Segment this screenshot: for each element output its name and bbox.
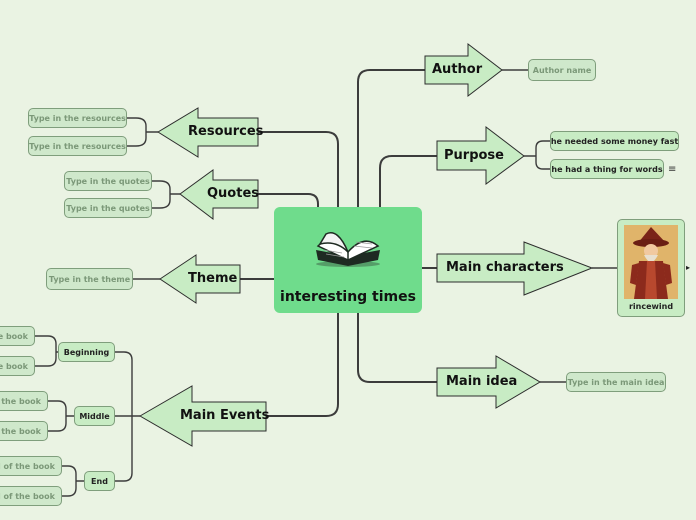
theme-placeholder[interactable]: Type in the theme (46, 268, 133, 290)
notes-icon[interactable]: ≡ (668, 164, 677, 175)
connector-quotes-children (152, 180, 180, 209)
connector-middle-children (48, 400, 74, 432)
theme-topic-shape (159, 254, 241, 304)
theme-topic-label[interactable]: Theme (188, 271, 238, 286)
main-events-topic-label[interactable]: Main Events (180, 408, 270, 423)
purpose-topic-shape (436, 125, 525, 185)
main-idea-topic-shape (436, 355, 541, 409)
purpose-topic-label[interactable]: Purpose (444, 148, 504, 163)
resources-topic-shape (157, 107, 259, 158)
end-item[interactable]: nd of the book (0, 486, 62, 506)
character-portrait (624, 225, 678, 299)
middle-item[interactable]: of the book (0, 391, 48, 411)
connector-purpose-children (524, 140, 550, 170)
beginning-item[interactable]: he book (0, 326, 35, 346)
main-idea-topic-label[interactable]: Main idea (446, 374, 518, 389)
connector-beginning-children (35, 335, 58, 367)
end-item[interactable]: nd of the book (0, 456, 62, 476)
connector-end-children (62, 465, 84, 497)
main-characters-topic-shape (436, 241, 594, 296)
quotes-topic-label[interactable]: Quotes (207, 186, 260, 201)
resources-placeholder[interactable]: Type in the resources (28, 136, 127, 156)
quotes-placeholder[interactable]: Type in the quotes (64, 198, 152, 218)
resources-placeholder[interactable]: Type in the resources (28, 108, 127, 128)
central-topic-title: interesting times (280, 289, 416, 305)
connector-main-idea (357, 312, 437, 383)
beginning-item[interactable]: he book (0, 356, 35, 376)
author-topic-shape (424, 42, 503, 98)
connector-resources (258, 131, 339, 210)
connector-events-groups (115, 351, 140, 482)
resources-topic-label[interactable]: Resources (188, 124, 264, 139)
purpose-item[interactable]: he needed some money fast (550, 131, 679, 151)
quotes-placeholder[interactable]: Type in the quotes (64, 171, 152, 191)
main-events-topic-shape (138, 385, 267, 447)
events-group-end[interactable]: End (84, 471, 115, 491)
main-characters-topic-label[interactable]: Main characters (446, 260, 564, 275)
connector-purpose (379, 155, 437, 210)
events-group-beginning[interactable]: Beginning (58, 342, 115, 362)
connector-author (357, 69, 425, 210)
quotes-topic-shape (179, 169, 259, 221)
middle-item[interactable]: of the book (0, 421, 48, 441)
author-name-placeholder[interactable]: Author name (528, 59, 596, 81)
purpose-item[interactable]: he had a thing for words (550, 159, 664, 179)
connector-main-events (266, 312, 339, 417)
connector-quotes (258, 193, 319, 210)
expand-arrow-icon[interactable]: ▸ (686, 263, 691, 272)
connector-resources-children (127, 117, 158, 147)
events-group-middle[interactable]: Middle (74, 406, 115, 426)
open-book-icon (316, 232, 380, 267)
character-name: rincewind (628, 302, 674, 311)
author-topic-label[interactable]: Author (432, 62, 483, 77)
main-idea-placeholder[interactable]: Type in the main idea (566, 372, 666, 392)
